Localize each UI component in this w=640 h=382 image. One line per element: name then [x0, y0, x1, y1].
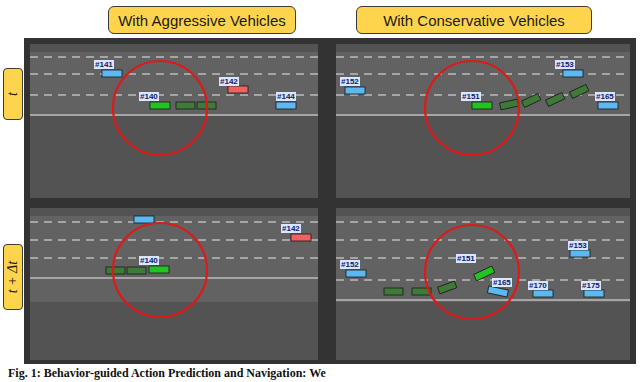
- header-text: With Aggressive Vehicles: [118, 12, 286, 29]
- vehicle-id: #142: [281, 224, 301, 233]
- vehicle-id: #153: [568, 241, 588, 250]
- vehicle-id: #170: [528, 281, 548, 290]
- header-text: With Conservative Vehicles: [383, 12, 565, 29]
- vehicle-id: #144: [276, 92, 296, 101]
- vehicle-id: #165: [595, 92, 615, 101]
- time-label: t + Δt: [3, 244, 23, 310]
- vehicle-id: #175: [581, 281, 601, 290]
- column-header: With Aggressive Vehicles: [108, 6, 296, 34]
- time-label: t: [3, 68, 23, 120]
- vehicle-id: #142: [219, 77, 239, 86]
- vehicle-id: #153: [555, 60, 575, 69]
- vehicle-id: #141: [94, 60, 114, 69]
- vehicle-id: #140: [139, 92, 159, 101]
- vehicle-id: #165: [492, 278, 512, 287]
- vehicle-id: #152: [340, 77, 360, 86]
- column-header: With Conservative Vehicles: [356, 6, 592, 34]
- vehicle-id: #152: [340, 260, 360, 269]
- time-text: t: [5, 92, 21, 96]
- vehicle-id: #151: [456, 254, 476, 263]
- time-text: t + Δt: [5, 261, 21, 293]
- vehicle-id: #151: [461, 92, 481, 101]
- figure-caption: Fig. 1: Behavior-guided Action Predictio…: [8, 366, 326, 381]
- vehicle-id: #140: [139, 256, 159, 265]
